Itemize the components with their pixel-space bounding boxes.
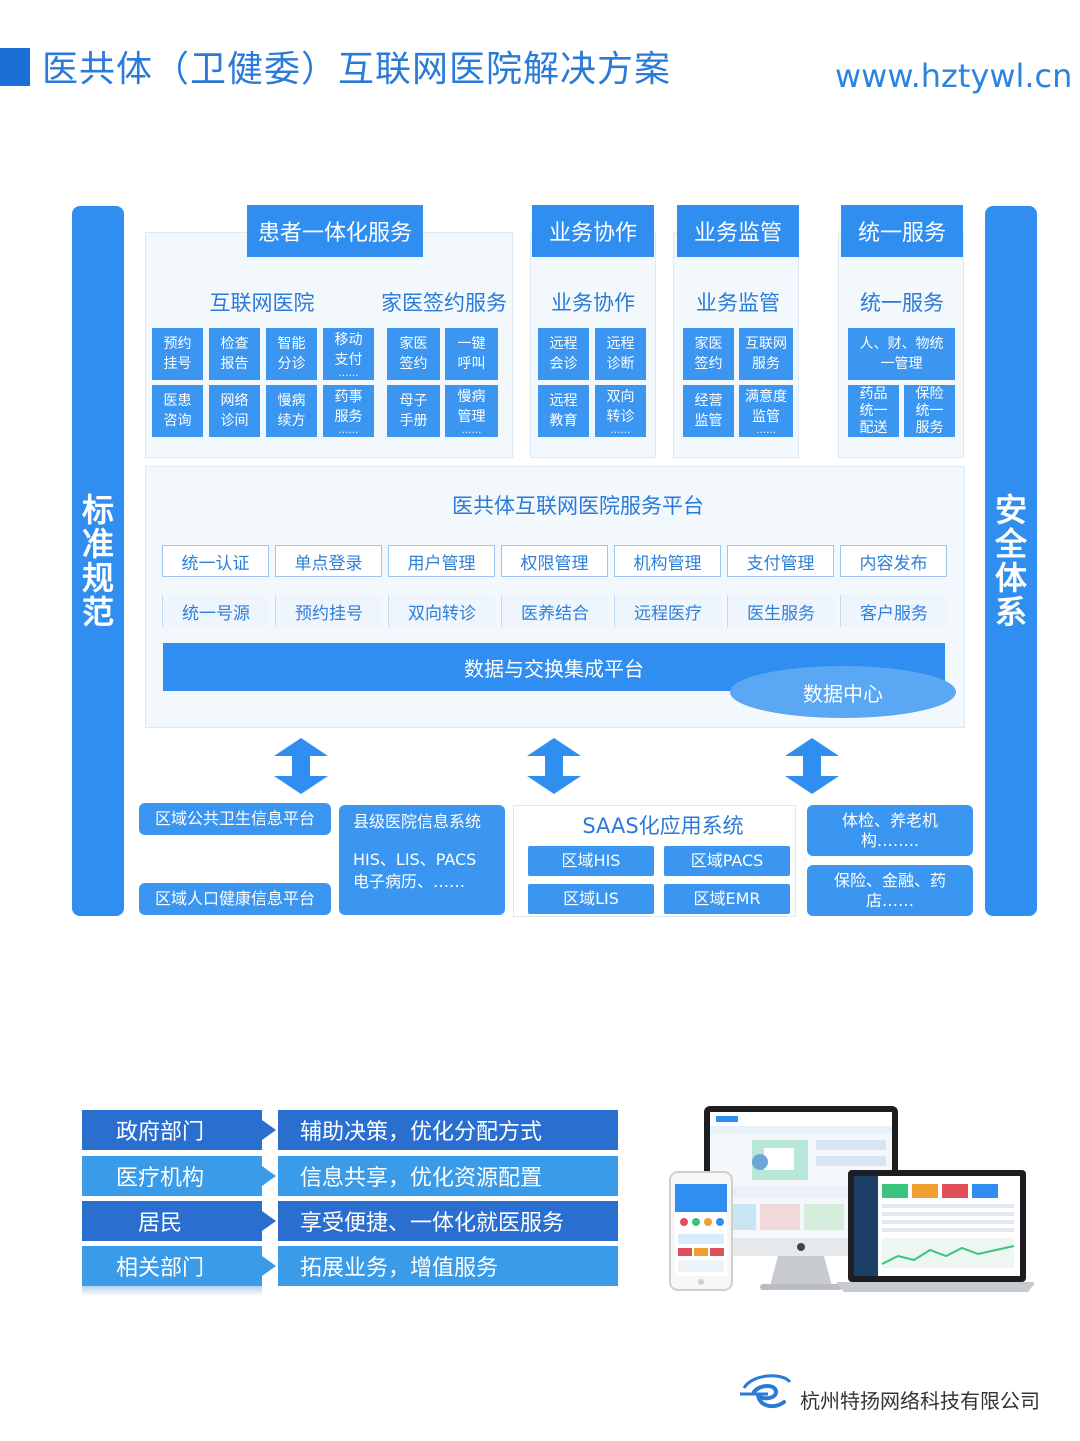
- tile-chronic-refill: 慢病续方: [266, 385, 317, 437]
- tile-maternal-handbook: 母子手册: [387, 385, 440, 437]
- tile-referral: 双向转诊……: [595, 385, 646, 437]
- tile-satisfaction-supervise: 满意度监管……: [739, 385, 793, 437]
- tile-consultation: 医患咨询: [152, 385, 203, 437]
- regional-pacs: 区域PACS: [664, 846, 790, 876]
- chip-permission-mgmt: 权限管理: [501, 545, 608, 577]
- bidirectional-arrow-icon: [274, 738, 328, 794]
- company-logo-icon: [740, 1374, 792, 1409]
- chip-payment-mgmt: 支付管理: [727, 545, 834, 577]
- family-doctor-subheading: 家医签约服务: [381, 291, 507, 315]
- tile-insurance-service: 保险统一服务: [904, 385, 955, 437]
- standards-char: 准: [81, 525, 114, 563]
- standards-char: 范: [81, 593, 114, 631]
- benefit-label: 居民: [82, 1201, 262, 1241]
- internet-hospital-subheading: 互联网医院: [209, 291, 315, 315]
- security-char: 安: [994, 491, 1027, 529]
- data-center: 数据中心: [730, 666, 956, 718]
- chip-sso: 单点登录: [275, 545, 382, 577]
- regional-lis: 区域LIS: [528, 884, 654, 914]
- tile-remote-consult: 远程会诊: [538, 328, 589, 380]
- chip-org-mgmt: 机构管理: [614, 545, 721, 577]
- tile-chronic-mgmt: 慢病管理……: [445, 385, 498, 437]
- supervise-subheading: 业务监管: [696, 291, 780, 315]
- bidirectional-arrow-icon: [527, 738, 581, 794]
- benefit-description: 拓展业务，增值服务: [278, 1246, 618, 1286]
- chip-unified-source: 统一号源: [162, 595, 269, 627]
- tile-family-sign: 家医签约: [387, 328, 440, 380]
- chip-user-mgmt: 用户管理: [388, 545, 495, 577]
- tile-smart-triage: 智能分诊: [266, 328, 317, 380]
- bidirectional-arrow-icon: [785, 738, 839, 794]
- security-char: 体: [994, 559, 1027, 597]
- arrow-right-icon: [262, 1120, 276, 1140]
- security-char: 系: [994, 593, 1027, 631]
- standards-pillar: 标 准 规 范: [72, 206, 124, 916]
- tile-operations-supervise: 经营监管: [683, 385, 734, 437]
- supervise-header: 业务监管: [677, 205, 799, 257]
- benefit-label: 医疗机构: [82, 1156, 262, 1196]
- county-hospital-line2: 电子病历、……: [353, 872, 466, 891]
- collab-subheading: 业务协作: [551, 291, 635, 315]
- tile-resource-management: 人、财、物统一管理: [848, 328, 955, 380]
- tile-remote-education: 远程教育: [538, 385, 589, 437]
- tile-exam-report: 检查报告: [209, 328, 260, 380]
- device-mockup-image: [669, 1106, 1034, 1292]
- tile-one-key-call: 一键呼叫: [445, 328, 498, 380]
- chip-referral: 双向转诊: [388, 595, 495, 627]
- arrow-right-icon: [262, 1166, 276, 1186]
- title-accent-bar: [0, 48, 30, 86]
- regional-public-health-platform: 区域公共卫生信息平台: [139, 803, 331, 835]
- chip-customer-service: 客户服务: [840, 595, 947, 627]
- standards-char: 规: [81, 559, 114, 597]
- unified-subheading: 统一服务: [860, 291, 944, 315]
- chip-appointment: 预约挂号: [275, 595, 382, 627]
- county-hospital-system: 县级医院信息系统 HIS、LIS、PACS 电子病历、……: [339, 805, 505, 915]
- benefit-label: 相关部门: [82, 1246, 262, 1286]
- arrow-right-icon: [262, 1211, 276, 1231]
- saas-title: SAAS化应用系统: [582, 814, 744, 838]
- tile-drug-distribution: 药品统一配送: [848, 385, 899, 437]
- county-hospital-line1: HIS、LIS、PACS: [353, 850, 477, 869]
- page-title: 医共体（卫健委）互联网医院解决方案: [42, 49, 672, 90]
- arrow-right-icon: [262, 1256, 276, 1276]
- website-url[interactable]: www.hztywl.cn: [835, 57, 1073, 95]
- security-pillar: 安 全 体 系: [985, 206, 1037, 916]
- benefit-label: 政府部门: [82, 1110, 262, 1150]
- chip-doctor-service: 医生服务: [727, 595, 834, 627]
- regional-his: 区域HIS: [528, 846, 654, 876]
- collab-header: 业务协作: [532, 205, 654, 257]
- county-hospital-title: 县级医院信息系统: [353, 812, 482, 831]
- company-name: 杭州特扬网络科技有限公司: [800, 1389, 1040, 1413]
- tile-remote-diagnosis: 远程诊断: [595, 328, 646, 380]
- tile-mobile-pay: 移动支付……: [323, 328, 374, 380]
- benefit-description: 享受便捷、一体化就医服务: [278, 1201, 618, 1241]
- benefit-description: 辅助决策，优化分配方式: [278, 1110, 618, 1150]
- checkup-elderly-care: 体检、养老机构……..: [807, 805, 973, 856]
- tile-internet-service: 互联网服务: [739, 328, 793, 380]
- tile-appointment: 预约挂号: [152, 328, 203, 380]
- chip-medical-care: 医养结合: [501, 595, 608, 627]
- insurance-finance-pharmacy: 保险、金融、药店……: [807, 865, 973, 916]
- platform-title: 医共体互联网医院服务平台: [452, 494, 704, 518]
- benefit-description: 信息共享，优化资源配置: [278, 1156, 618, 1196]
- tile-family-sign-supervise: 家医签约: [683, 328, 734, 380]
- standards-char: 标: [81, 491, 114, 529]
- chip-unified-auth: 统一认证: [162, 545, 269, 577]
- security-char: 全: [994, 525, 1027, 563]
- table-shadow: [82, 1286, 262, 1296]
- regional-emr: 区域EMR: [664, 884, 790, 914]
- chip-telemedicine: 远程医疗: [614, 595, 721, 627]
- chip-content-publish: 内容发布: [840, 545, 947, 577]
- tile-pharmacy: 药事服务……: [323, 385, 374, 437]
- patient-service-header: 患者一体化服务: [247, 205, 423, 257]
- regional-population-health-platform: 区域人口健康信息平台: [139, 883, 331, 915]
- unified-header: 统一服务: [841, 205, 963, 257]
- tile-online-clinic: 网络诊间: [209, 385, 260, 437]
